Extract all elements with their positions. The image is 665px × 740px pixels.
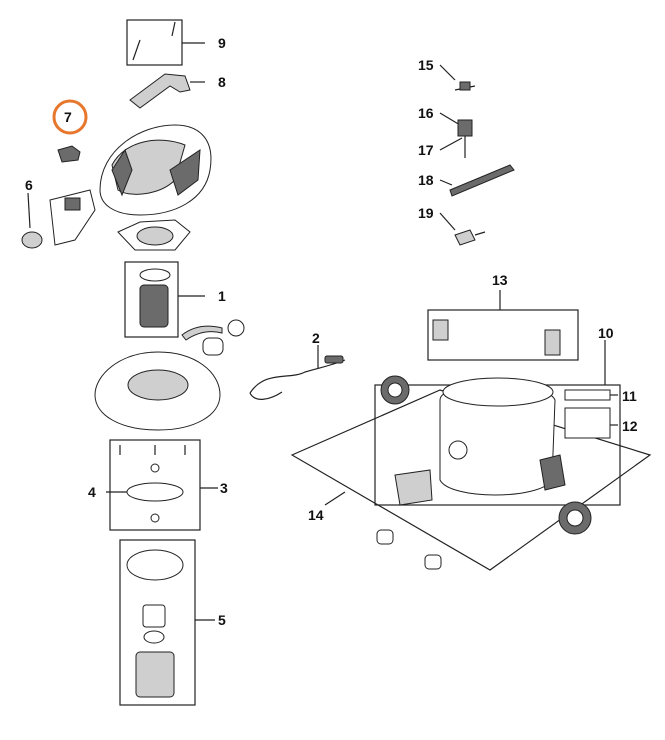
callout-16: 16 xyxy=(418,105,434,121)
callout-12: 12 xyxy=(622,418,638,434)
part-11-warning-label[interactable] xyxy=(564,389,618,401)
part-4-filter-disc[interactable] xyxy=(106,482,184,502)
part-9-screws[interactable] xyxy=(126,19,205,66)
part-12-info-label[interactable] xyxy=(564,407,618,439)
callout-7: 7 xyxy=(64,109,72,125)
callout-9: 9 xyxy=(218,35,226,51)
motor-accessories xyxy=(181,319,245,356)
part-8-handle[interactable] xyxy=(129,73,205,109)
callout-15: 15 xyxy=(418,57,434,73)
callout-2: 2 xyxy=(312,330,320,346)
callout-13: 13 xyxy=(492,272,508,288)
callout-10: 10 xyxy=(598,325,614,341)
part-3-filter-kit[interactable] xyxy=(109,439,218,531)
part-6-switch[interactable] xyxy=(21,189,96,249)
callout-4: 4 xyxy=(88,484,96,500)
callout-11: 11 xyxy=(622,388,637,404)
container-drum xyxy=(374,377,621,506)
callout-6: 6 xyxy=(25,177,33,193)
part-14-chassis-outline[interactable] xyxy=(290,389,652,571)
part-2-power-cable[interactable] xyxy=(249,345,346,400)
motor-plate xyxy=(117,219,191,251)
part-1-motor[interactable] xyxy=(124,261,205,338)
part-5-filter-cage[interactable] xyxy=(119,539,215,706)
part-18-cable[interactable] xyxy=(439,164,515,197)
part-19-plug[interactable] xyxy=(439,212,486,246)
part-13-clips[interactable] xyxy=(427,290,579,361)
part-7-highlight-ring xyxy=(52,99,88,135)
callout-17: 17 xyxy=(418,142,434,158)
part-15-plug-cable[interactable] xyxy=(439,64,476,91)
part-7-clip[interactable] xyxy=(52,99,88,163)
callout-1: 1 xyxy=(218,288,226,304)
part-17-cable-end xyxy=(439,137,463,151)
motor-hood xyxy=(99,124,212,216)
container-wheels xyxy=(376,375,592,570)
callout-5: 5 xyxy=(218,612,226,628)
callout-19: 19 xyxy=(418,205,434,221)
part-16-plug[interactable] xyxy=(439,112,473,158)
callout-18: 18 xyxy=(418,172,434,188)
filter-housing xyxy=(94,351,221,431)
callout-14: 14 xyxy=(308,507,324,523)
callout-3: 3 xyxy=(220,480,228,496)
callout-8: 8 xyxy=(218,74,226,90)
